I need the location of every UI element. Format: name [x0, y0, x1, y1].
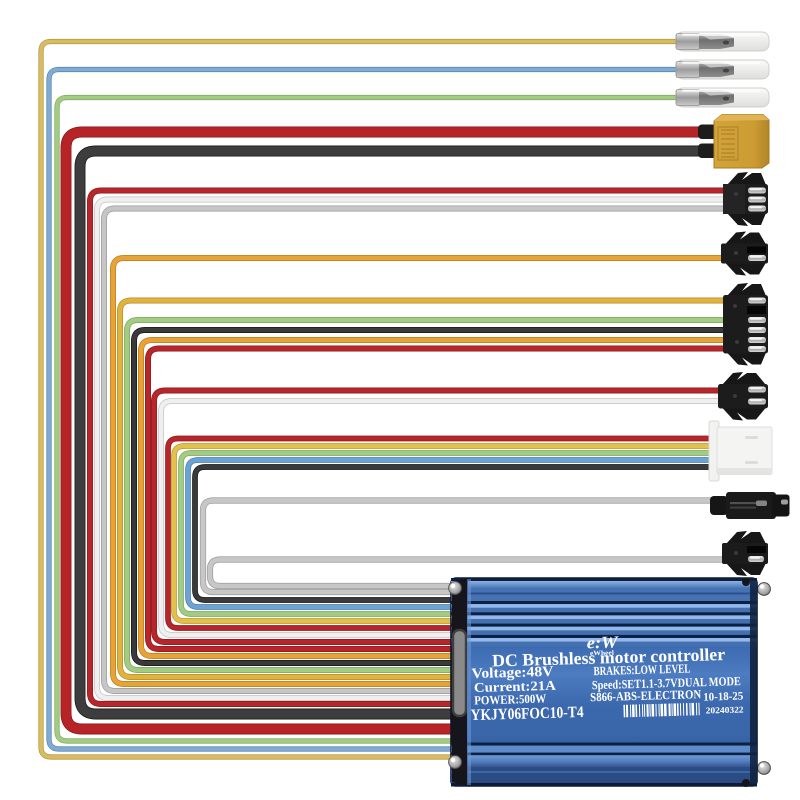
- svg-text:POWER:500W: POWER:500W: [474, 691, 547, 707]
- svg-text:e:W: e:W: [586, 632, 620, 652]
- svg-text:20240322: 20240322: [705, 704, 744, 715]
- svg-text:YKJY06FOC10-T4: YKJY06FOC10-T4: [470, 704, 583, 724]
- svg-text:S866-ABS-ELECTRON: S866-ABS-ELECTRON: [590, 687, 701, 704]
- svg-text:eWheel: eWheel: [590, 650, 614, 658]
- svg-text:Speed:SET1.1-3.7VDUAL MODE: Speed:SET1.1-3.7VDUAL MODE: [592, 674, 741, 692]
- svg-text:BRAKES:LOW LEVEL: BRAKES:LOW LEVEL: [593, 661, 690, 678]
- svg-text:Current:21A: Current:21A: [474, 678, 557, 695]
- svg-text:Voltage:48V: Voltage:48V: [471, 664, 554, 682]
- svg-text:10-18-25: 10-18-25: [703, 690, 744, 703]
